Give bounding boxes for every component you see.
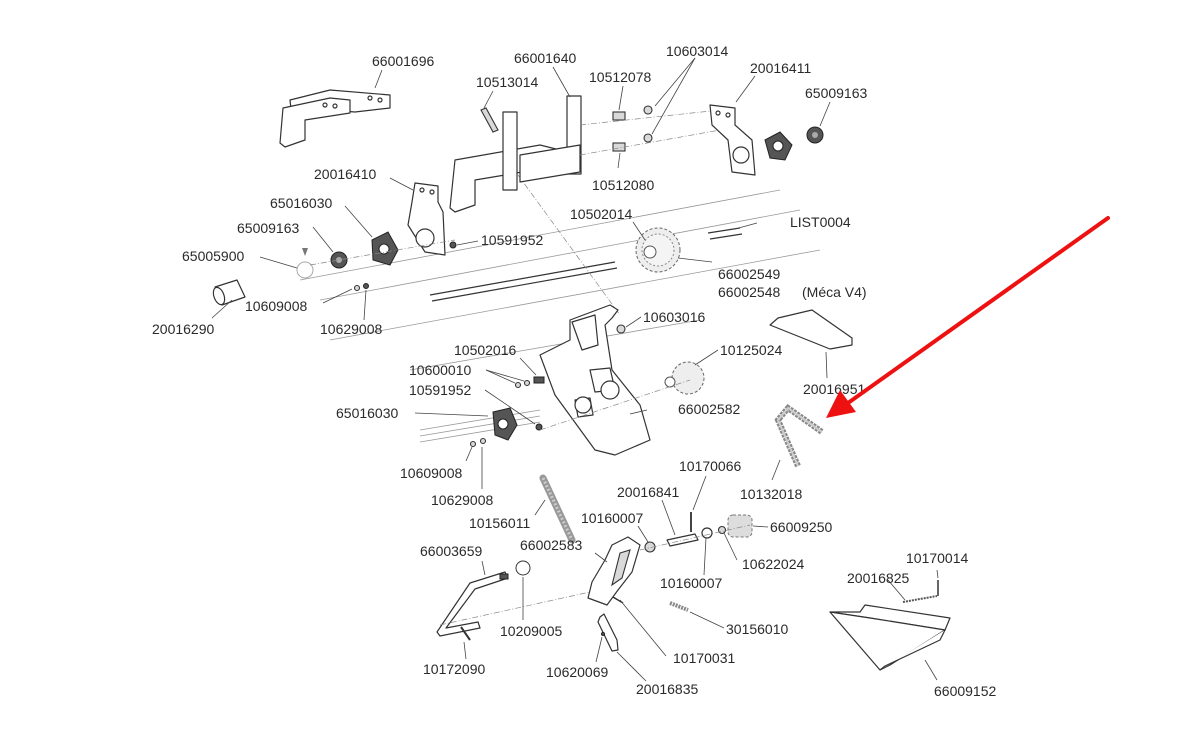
part-66002583-lever[interactable] <box>587 536 641 606</box>
part-65016030-flange-left[interactable] <box>371 231 399 266</box>
part-20016835-bracket[interactable] <box>597 613 619 652</box>
label-66003659: 66003659 <box>420 543 483 559</box>
label-10603014: 10603014 <box>666 43 729 59</box>
label-10512080: 10512080 <box>592 177 655 193</box>
part-10132018-chain[interactable] <box>774 403 824 468</box>
part-10125024-sprocket[interactable] <box>664 361 705 395</box>
label-10502016: 10502016 <box>454 342 517 358</box>
label-20016290: 20016290 <box>152 321 215 337</box>
label-10132018: 10132018 <box>740 486 803 502</box>
label-10170066: 10170066 <box>679 458 742 474</box>
label-10156011: 10156011 <box>469 515 530 531</box>
label-65005900: 65005900 <box>182 248 245 264</box>
part-66001696-bracket[interactable] <box>279 89 391 148</box>
arrow-shaft <box>846 216 1110 405</box>
part-10209005-ball[interactable] <box>515 560 531 576</box>
part-66009152-deflector[interactable] <box>829 604 951 671</box>
part-10160007-bushing-a[interactable] <box>644 541 656 553</box>
label-20016951: 20016951 <box>803 381 866 397</box>
part-20016410-plate[interactable] <box>407 182 446 256</box>
label-LIST0004: LIST0004 <box>790 214 851 230</box>
label-20016841: 20016841 <box>617 484 680 500</box>
part-20016841-shaft[interactable] <box>666 533 699 547</box>
part-bearing-flange-right[interactable] <box>764 131 793 161</box>
label-10603016: 10603016 <box>643 309 706 325</box>
part-10512078-screw[interactable] <box>612 111 626 121</box>
label-10591952-mid: 10591952 <box>409 382 472 398</box>
part-30156010-spring[interactable] <box>669 601 689 612</box>
part-10603016-nut[interactable] <box>616 324 626 334</box>
part-66009250-sprocket[interactable] <box>727 514 753 538</box>
part-10591952-screw-mid[interactable] <box>535 423 543 431</box>
part-labels: 66001696 66001640 10513014 10603014 1051… <box>152 43 997 699</box>
part-66003659-handle[interactable] <box>436 571 509 637</box>
label-65016030-top: 65016030 <box>270 195 333 211</box>
label-66009250: 66009250 <box>770 519 833 535</box>
label-10125024: 10125024 <box>720 342 783 358</box>
label-10172090: 10172090 <box>423 661 486 677</box>
label-30156010: 30156010 <box>726 621 789 637</box>
label-66001640: 66001640 <box>514 50 577 66</box>
part-10513014-bolt[interactable] <box>480 107 499 133</box>
part-washers-mid[interactable] <box>469 437 487 448</box>
part-20016411-plate[interactable] <box>709 104 756 176</box>
part-10620069-rivet[interactable] <box>601 632 605 636</box>
label-66002582: 66002582 <box>678 401 741 417</box>
label-10629008-mid: 10629008 <box>431 492 494 508</box>
label-65009163-top: 65009163 <box>805 85 868 101</box>
part-66002549-sprocket[interactable] <box>635 227 681 273</box>
leader-lines <box>211 57 939 682</box>
part-20016951-cover[interactable] <box>769 309 853 350</box>
arrow-head-icon <box>826 390 856 418</box>
part-10512080-screw[interactable] <box>612 142 626 152</box>
label-65016030-mid: 65016030 <box>336 405 399 421</box>
part-65009163-collar-left[interactable] <box>330 251 348 269</box>
label-10170014: 10170014 <box>906 550 969 566</box>
part-10156011-spring[interactable] <box>539 474 576 544</box>
guide-lines <box>299 174 821 443</box>
label-10513014: 10513014 <box>476 74 539 90</box>
part-66001640-frame[interactable] <box>449 95 582 213</box>
label-10160007-a: 10160007 <box>581 510 644 526</box>
label-10170031: 10170031 <box>673 650 736 666</box>
label-66002548: 66002548 <box>718 284 781 300</box>
label-65009163-left: 65009163 <box>237 220 300 236</box>
label-10160007-b: 10160007 <box>660 575 723 591</box>
part-washers-top[interactable] <box>353 283 369 292</box>
label-66009152: 66009152 <box>934 683 997 699</box>
label-10629008-top: 10629008 <box>320 321 383 337</box>
part-65009163-collar[interactable] <box>806 126 824 144</box>
label-meca-v4: (Méca V4) <box>802 284 867 300</box>
label-10600010: 10600010 <box>409 362 472 378</box>
part-10502016-screw[interactable] <box>533 376 545 384</box>
label-66001696: 66001696 <box>372 53 435 69</box>
part-10172090-pin[interactable] <box>460 626 471 641</box>
label-20016411: 20016411 <box>750 60 811 76</box>
part-20016290-tube[interactable] <box>211 279 246 306</box>
part-10622024-washer[interactable] <box>717 525 727 535</box>
part-10591952-screw-top[interactable] <box>449 241 457 249</box>
part-66002582-center-bracket[interactable] <box>539 304 651 456</box>
label-10622024: 10622024 <box>742 556 805 572</box>
label-20016835: 20016835 <box>636 681 699 697</box>
label-10620069: 10620069 <box>546 664 609 680</box>
red-arrow-annotation <box>826 216 1110 418</box>
label-20016410: 20016410 <box>314 166 377 182</box>
label-10512078: 10512078 <box>589 69 652 85</box>
label-10609008-mid: 10609008 <box>400 465 463 481</box>
part-65016030-flange-mid[interactable] <box>492 407 518 441</box>
label-10591952-top: 10591952 <box>481 232 544 248</box>
label-10209005: 10209005 <box>500 623 563 639</box>
label-66002583: 66002583 <box>520 537 583 553</box>
part-10160007-bushing-b[interactable] <box>701 527 713 539</box>
part-20016825-rod[interactable] <box>902 595 938 603</box>
part-65005900-ring[interactable] <box>296 248 314 279</box>
part-10600010-washers[interactable] <box>514 379 531 389</box>
label-10502014: 10502014 <box>570 206 633 222</box>
label-66002549: 66002549 <box>718 266 781 282</box>
part-10603014-nuts[interactable] <box>643 105 653 143</box>
label-10609008-top: 10609008 <box>245 298 308 314</box>
label-20016825: 20016825 <box>847 570 910 586</box>
